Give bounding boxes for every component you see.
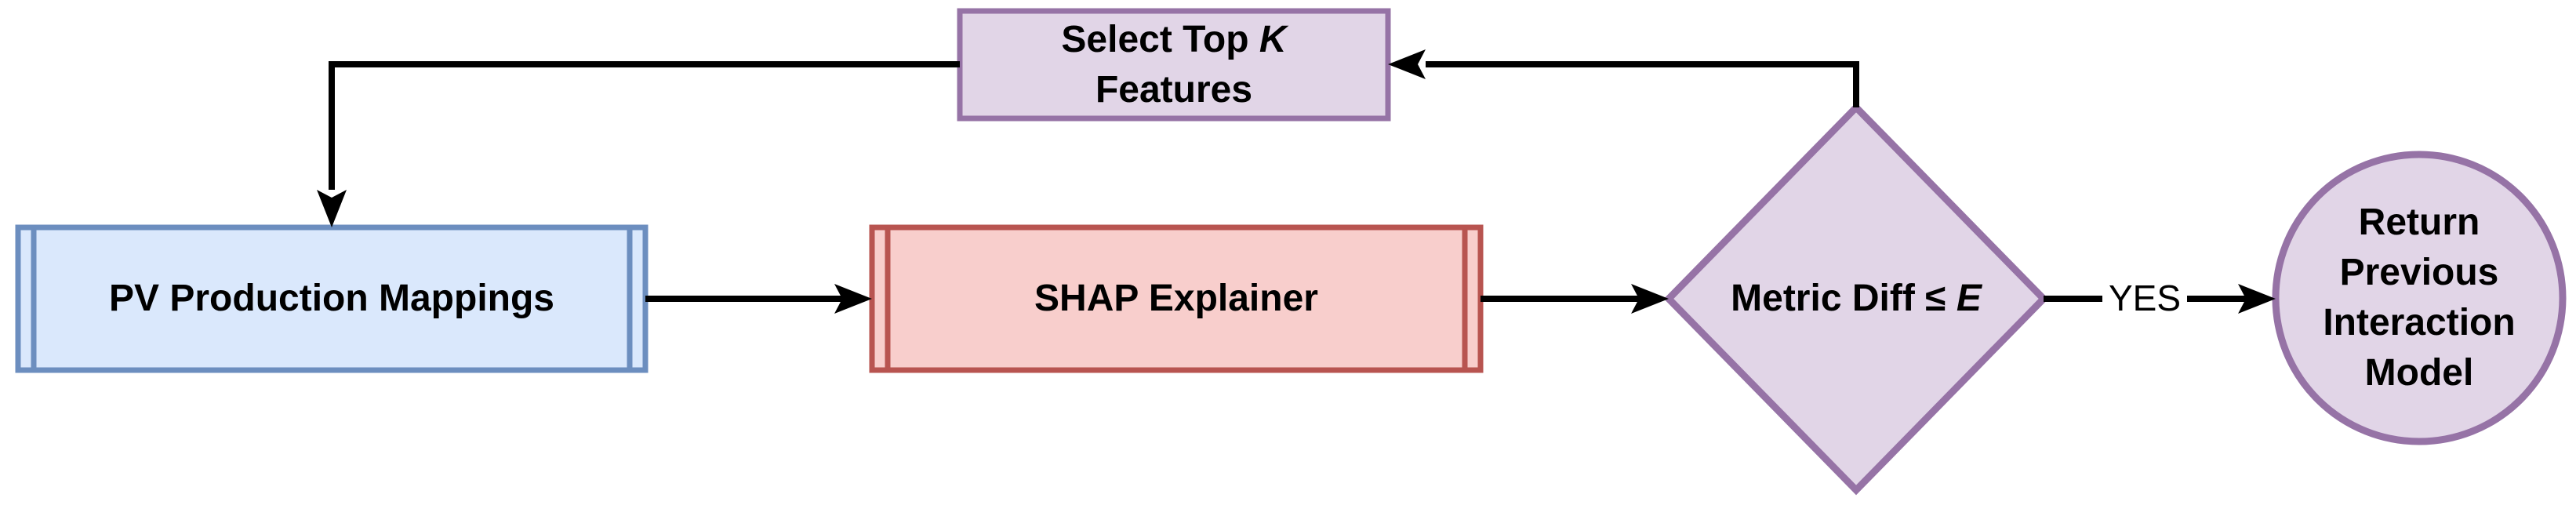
return-model-terminal-node	[2272, 151, 2567, 445]
return-model-line-3: Interaction	[2323, 302, 2516, 343]
edge-select-top-k-to-pv	[329, 61, 960, 190]
arrowhead-decision-to-select-top-k	[1388, 49, 1426, 79]
pv-production-mappings-text: PV Production Mappings	[108, 278, 554, 319]
select-top-k-label-line1: Select Top K	[1061, 15, 1286, 65]
metric-diff-text: Metric Diff ≤ E	[1731, 274, 1982, 324]
edge-decision-to-select-top-k	[1426, 61, 1859, 107]
return-model-label: Return Previous Interaction Model	[2276, 154, 2563, 441]
arrowhead-select-top-k-to-pv	[317, 190, 347, 227]
pv-production-mappings-node	[15, 224, 649, 373]
return-model-line-1: Return	[2358, 202, 2480, 243]
select-top-k-label-line2: Features	[1095, 68, 1253, 111]
arrowhead-decision-to-return	[2238, 284, 2276, 314]
shap-explainer-label: SHAP Explainer	[872, 227, 1481, 370]
arrowhead-shap-to-decision	[1631, 284, 1669, 314]
return-model-line-2: Previous	[2339, 252, 2499, 293]
select-top-k-label-prefix: Select Top	[1061, 18, 1259, 60]
return-model-line-4: Model	[2364, 352, 2474, 394]
yes-edge-label-text: YES	[2102, 273, 2188, 323]
arrowhead-pv-to-shap	[834, 284, 872, 314]
metric-diff-decision-node	[1663, 102, 2049, 496]
metric-diff-label: Metric Diff ≤ E	[1669, 107, 2044, 490]
pv-production-mappings-label: PV Production Mappings	[18, 227, 645, 370]
select-top-k-variable: K	[1259, 18, 1287, 60]
shap-explainer-text: SHAP Explainer	[1034, 278, 1318, 319]
metric-diff-variable: E	[1956, 278, 1982, 319]
select-top-k-label: Select Top K Features	[960, 11, 1388, 118]
yes-edge-label: YES	[2082, 273, 2207, 323]
metric-diff-prefix: Metric Diff ≤	[1731, 278, 1957, 319]
